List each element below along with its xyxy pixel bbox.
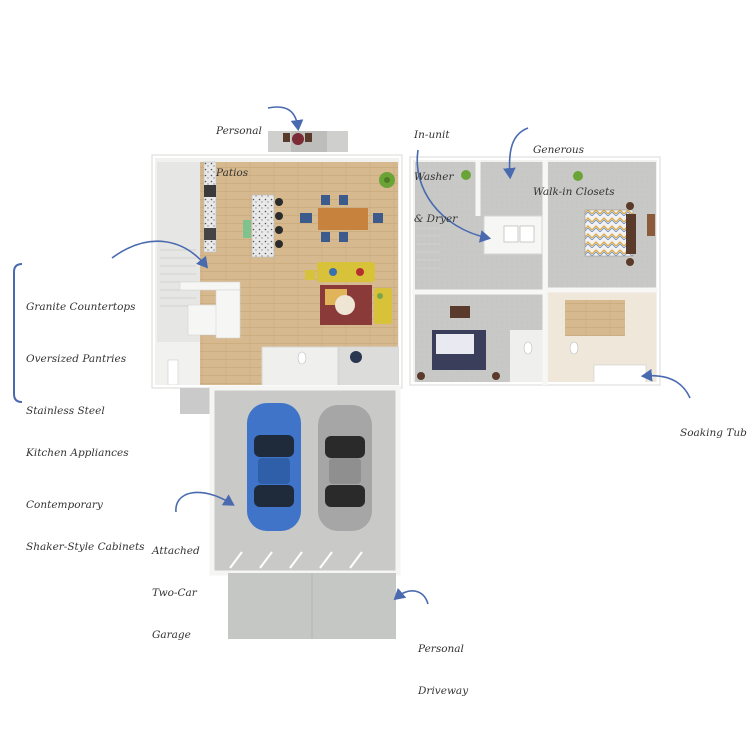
callout-arrows	[13, 106, 691, 605]
callout-line: Patios	[216, 167, 249, 179]
callout-garage: Attached Two-Car Garage	[152, 516, 200, 670]
callout-line: Personal	[216, 125, 262, 137]
car-blue	[247, 403, 301, 531]
callout-driveway: Personal Driveway	[418, 614, 468, 726]
ground-floor	[149, 152, 405, 391]
upper-floor	[407, 154, 663, 388]
callout-line: Garage	[152, 629, 191, 641]
callout-line: Driveway	[418, 685, 469, 697]
feature-cabinets-line1: Contemporary	[26, 499, 103, 511]
feature-appliances-line2: Kitchen Appliances	[26, 447, 129, 459]
callout-line: In-unit	[414, 129, 450, 141]
callout-line: Generous	[533, 144, 585, 156]
driveway	[228, 573, 396, 639]
feature-appliances-line1: Stainless Steel	[26, 405, 105, 417]
callout-line: Personal	[418, 643, 464, 655]
callout-line: Two-Car	[152, 587, 197, 599]
callout-kitchen-features: Granite Countertops Oversized Pantries S…	[26, 272, 145, 582]
car-silver	[318, 405, 372, 531]
callout-line: Soaking Tub	[680, 427, 747, 439]
callout-soaking-tub: Soaking Tub	[680, 398, 747, 468]
garage	[209, 385, 401, 576]
callout-walk-in-closets: Generous Walk-in Closets	[533, 115, 615, 227]
feature-cabinets-line2: Shaker-Style Cabinets	[26, 541, 145, 553]
callout-line: Washer	[414, 171, 454, 183]
entry-stoop	[180, 388, 210, 414]
callout-line: Attached	[152, 545, 200, 557]
feature-pantries: Oversized Pantries	[26, 353, 127, 365]
feature-granite: Granite Countertops	[26, 301, 136, 313]
callout-line: Walk-in Closets	[533, 186, 615, 198]
callout-washer-dryer: In-unit Washer & Dryer	[414, 100, 457, 254]
callout-line: & Dryer	[414, 213, 458, 225]
callout-patios: Personal Patios	[216, 96, 262, 208]
